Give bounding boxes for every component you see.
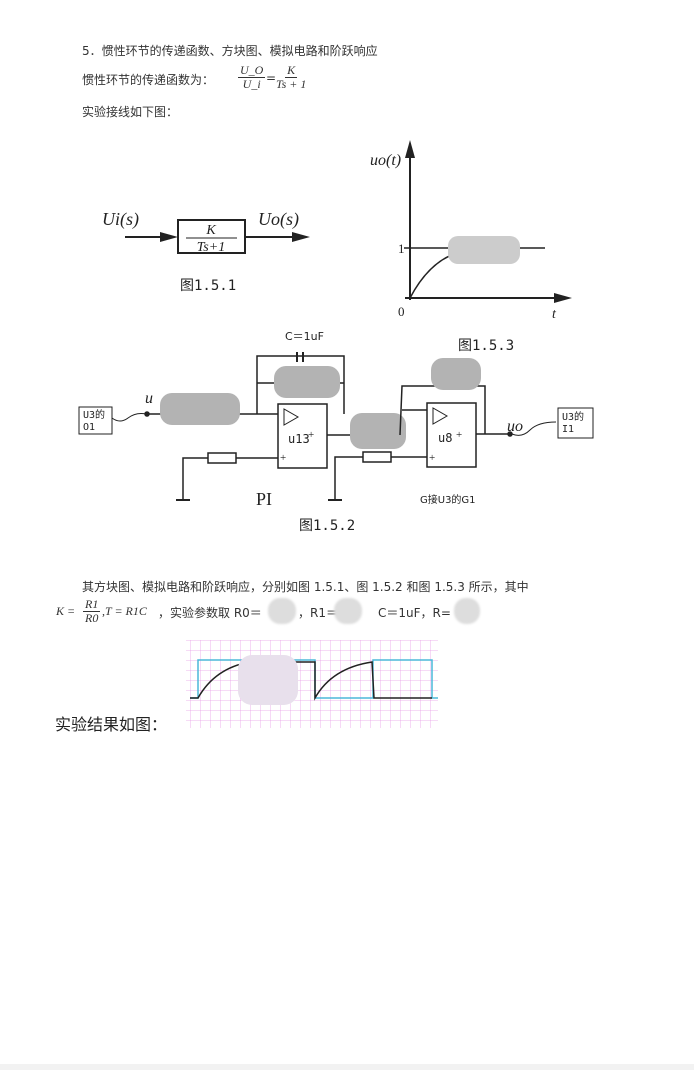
caption-152: 图1.5.2 <box>299 518 355 534</box>
paragraph-line1: 其方块图、模拟电路和阶跃响应，分别如图 1.5.1、图 1.5.2 和图 1.5… <box>82 580 529 594</box>
x-axis-label: t <box>552 307 557 322</box>
input-u-label: u <box>145 390 153 407</box>
plus-1: + <box>308 429 314 441</box>
tick-zero: 0 <box>398 304 405 319</box>
right-box-line1: U3的 <box>562 410 584 423</box>
caption-151: 图1.5.1 <box>180 278 236 294</box>
tick-one: 1 <box>398 241 405 256</box>
page-bottom-edge <box>0 1064 694 1070</box>
block-numerator: K <box>205 223 216 238</box>
k-formula: K = <box>56 604 76 618</box>
plus-4: + <box>429 452 435 464</box>
t-formula: ,T = R1C <box>102 604 147 618</box>
transfer-function-label: 惯性环节的传递函数为： <box>82 73 215 87</box>
caption-153: 图1.5.3 <box>458 338 514 354</box>
capacitor-label: C＝1uF <box>285 330 324 343</box>
params-r1: ，R1＝ <box>298 606 338 620</box>
left-box-line2: O1 <box>83 422 95 433</box>
left-box-line1: U3的 <box>83 408 105 421</box>
step-response: uo(t) 1 0 t 图1.5.3 <box>370 140 572 354</box>
opamp-u13-label: u13 <box>288 432 310 446</box>
plus-3: + <box>456 429 462 441</box>
pi-label: PI <box>256 489 272 509</box>
block-denominator: Ts+1 <box>197 240 225 255</box>
ground-note: G接U3的G1 <box>420 493 476 506</box>
redacted-r1 <box>334 598 362 624</box>
params-r0: ，实验参数取 R0＝ <box>158 606 262 620</box>
right-box-line2: I1 <box>562 424 574 435</box>
input-label: Ui(s) <box>102 209 139 230</box>
equals-sign: = <box>266 71 277 85</box>
opamp-u8-label: u8 <box>438 431 452 445</box>
result-label: 实验结果如图： <box>55 715 168 734</box>
params-c: C＝1uF，R= <box>378 606 451 620</box>
wiring-label: 实验接线如下图： <box>82 105 179 119</box>
circuit-diagram: C＝1uF U3的 O1 u u13 + + u8 + + <box>78 330 594 534</box>
redacted-r0 <box>268 598 296 624</box>
output-label: Uo(s) <box>258 209 299 230</box>
plus-2: + <box>280 452 286 464</box>
block-diagram: Ui(s) K Ts+1 Uo(s) 图1.5.1 <box>102 209 310 294</box>
output-uo-label: uo <box>507 418 523 435</box>
section-heading: 5．惯性环节的传递函数、方块图、模拟电路和阶跃响应 <box>82 44 378 58</box>
oscilloscope-result <box>186 640 438 728</box>
redacted-r <box>454 598 480 624</box>
y-axis-label: uo(t) <box>370 152 401 169</box>
